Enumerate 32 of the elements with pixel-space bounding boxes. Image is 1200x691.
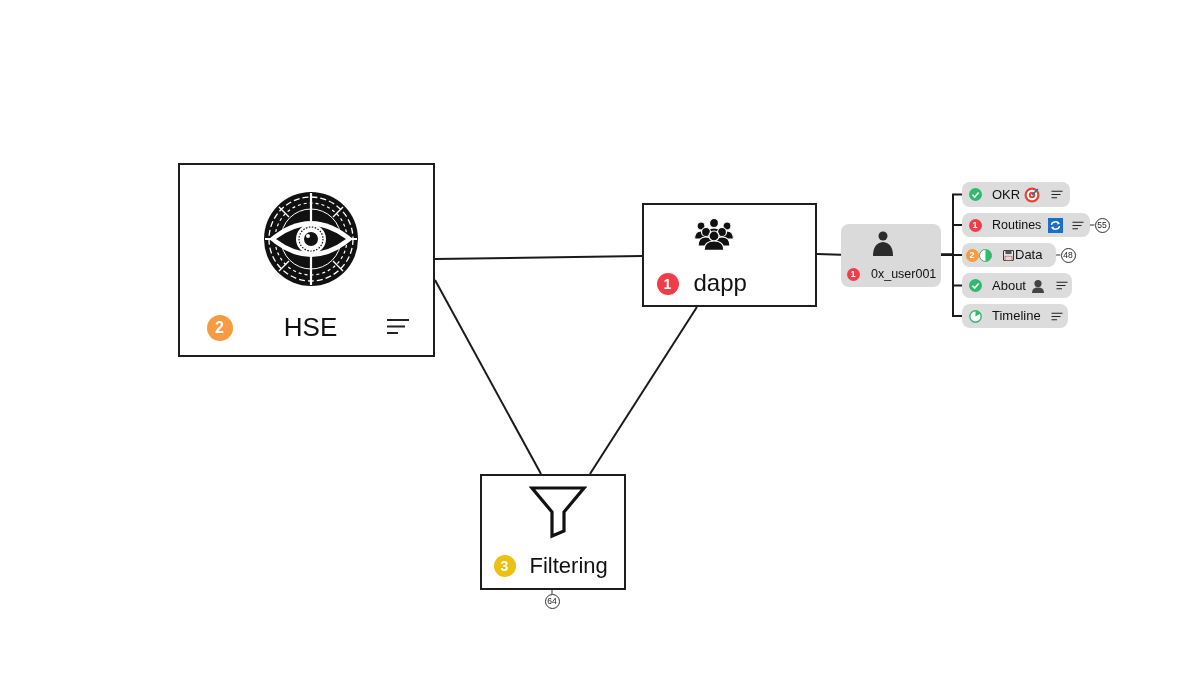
collapsed-count: 64	[544, 594, 560, 609]
topic-title: Routines	[992, 217, 1042, 233]
priority-number: 2	[206, 314, 233, 341]
subtopic-pill	[962, 304, 1068, 328]
subtopic-pill	[962, 182, 1070, 207]
topic-title: dapp	[693, 268, 747, 297]
topic-title: HSE	[283, 312, 338, 343]
connector-line	[588, 306, 698, 475]
topic-title: OKR	[992, 187, 1021, 202]
priority-number: 1	[846, 267, 860, 281]
topic-title: Data	[1015, 247, 1043, 263]
topic-title: Timeline	[992, 308, 1041, 324]
topic-title: About	[992, 278, 1026, 293]
topic-title: 0x_user001	[871, 266, 937, 282]
connector-line	[816, 252, 842, 256]
collapsed-count: 48	[1060, 248, 1076, 263]
connector-line	[434, 255, 643, 261]
subtopic-pill	[962, 213, 1090, 237]
connector-line	[434, 279, 543, 475]
priority-number: 2	[965, 248, 979, 262]
priority-number: 1	[968, 218, 982, 232]
priority-number: 3	[493, 554, 516, 577]
branch-line	[940, 253, 963, 317]
subtopic-pill	[962, 273, 1072, 298]
topic-box	[642, 203, 817, 307]
topic-box	[178, 163, 435, 357]
topic-title: Filtering	[529, 552, 608, 579]
collapsed-count: 55	[1094, 217, 1110, 233]
priority-number: 1	[656, 272, 679, 295]
topic-card	[841, 224, 941, 287]
topic-box	[480, 474, 626, 590]
subtopic-pill	[962, 243, 1056, 267]
